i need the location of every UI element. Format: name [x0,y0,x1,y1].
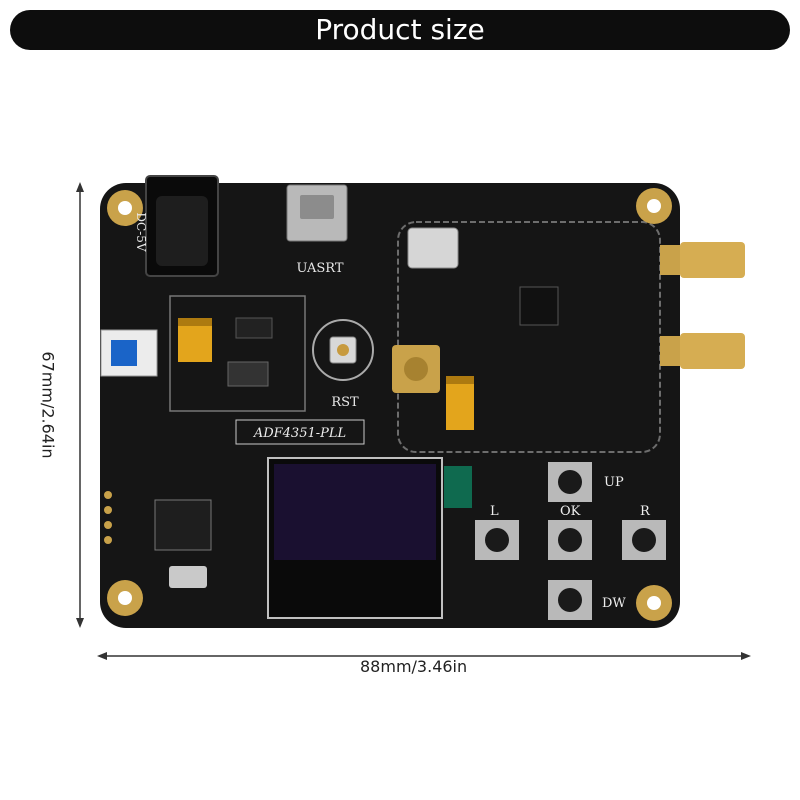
pll-chip [519,286,559,326]
width-dimension-label: 88mm/3.46in [360,657,468,676]
pin-header [104,491,112,544]
usb-label: UASRT [296,261,343,276]
label-left: L [490,504,499,519]
reset-button-ring [312,319,374,381]
banner-title: Product size [315,13,485,46]
label-down: DW [602,596,626,611]
reset-label: RST [331,395,359,410]
button-left [475,520,519,560]
height-dimension-arrow [76,182,84,628]
mounting-hole [107,580,143,616]
tantalum-capacitor [446,376,474,430]
label-ok: OK [560,504,581,519]
button-ok [548,520,592,560]
mounting-hole [636,585,672,621]
button-down [548,580,592,620]
mcu-chip [154,499,212,551]
model-label: ADF4351-PLL [253,426,346,441]
button-up [548,462,592,502]
title-banner: Product size [10,10,790,50]
label-right: R [640,504,651,519]
mounting-hole [636,188,672,224]
crystal [407,227,459,269]
button-right [622,520,666,560]
rf-output-connector [660,242,745,278]
height-dimension-label: 67mm/2.64in [38,351,58,459]
rf-output-connector [660,333,745,369]
mounting-hole [107,190,143,226]
dc-label: DC-5V [134,212,148,251]
width-dimension-arrow [97,652,751,660]
label-up: UP [604,475,624,490]
crystal [169,566,207,588]
